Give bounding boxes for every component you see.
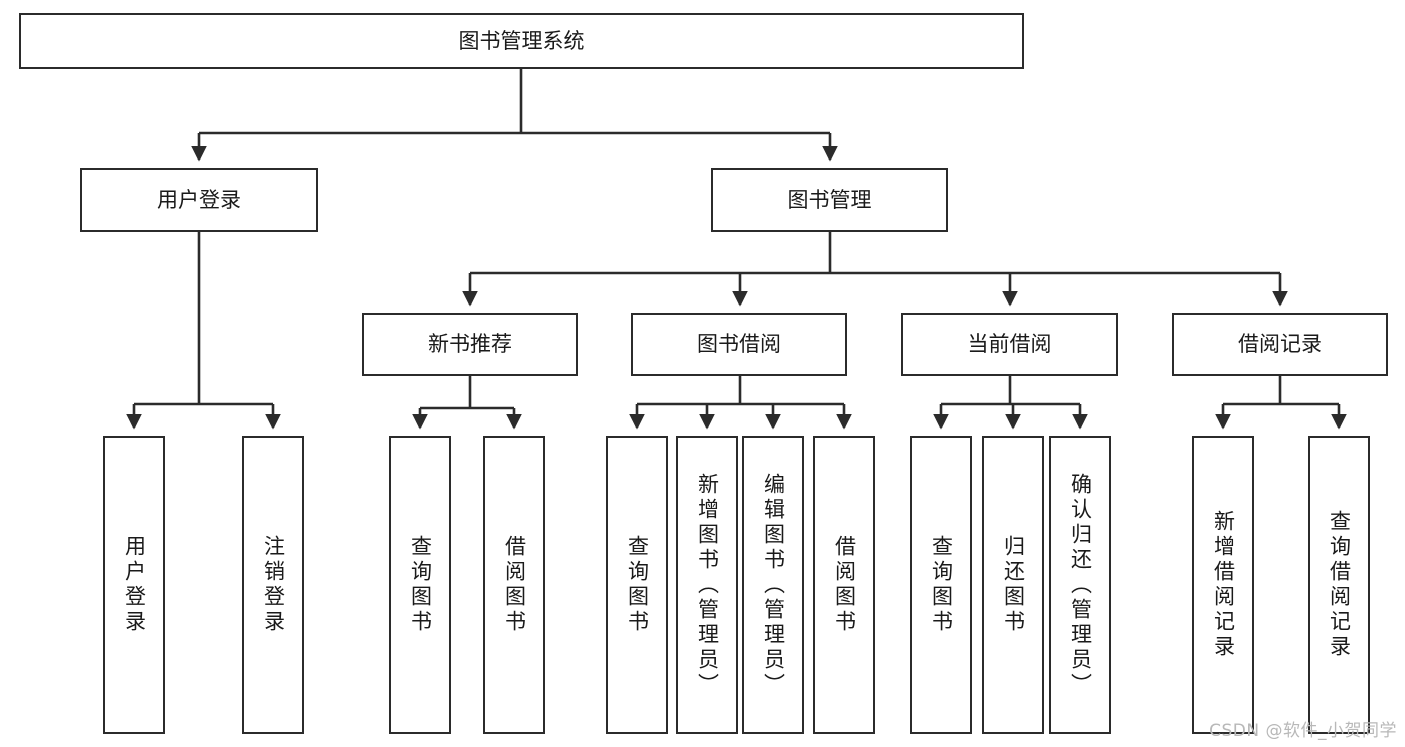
node-record[interactable]: 借阅记录 [1172,313,1388,376]
node-label: 编辑图书（管理员） [761,472,786,698]
node-leaf-user-logout[interactable]: 注销登录 [242,436,304,734]
node-leaf-cur-query[interactable]: 查询图书 [910,436,972,734]
node-root[interactable]: 图书管理系统 [19,13,1024,69]
node-leaf-nb-borrow[interactable]: 借阅图书 [483,436,545,734]
node-label: 查询图书 [625,535,650,635]
node-label: 借阅图书 [502,535,527,635]
node-login[interactable]: 用户登录 [80,168,318,232]
node-leaf-rec-add[interactable]: 新增借阅记录 [1192,436,1254,734]
node-label: 新书推荐 [428,332,512,357]
node-leaf-user-login[interactable]: 用户登录 [103,436,165,734]
node-label: 注销登录 [261,535,286,635]
node-label: 图书借阅 [697,332,781,357]
node-leaf-bw-edit[interactable]: 编辑图书（管理员） [742,436,804,734]
node-leaf-bw-query[interactable]: 查询图书 [606,436,668,734]
node-leaf-rec-query[interactable]: 查询借阅记录 [1308,436,1370,734]
node-label: 图书管理 [787,187,872,212]
node-leaf-cur-return[interactable]: 归还图书 [982,436,1044,734]
node-label: 借阅图书 [832,535,857,635]
csdn-watermark: CSDN @软件_小贺同学 [1209,721,1397,741]
node-leaf-nb-query[interactable]: 查询图书 [389,436,451,734]
node-label: 借阅记录 [1238,332,1322,357]
node-label: 确认归还（管理员） [1068,472,1093,698]
node-leaf-bw-add[interactable]: 新增图书（管理员） [676,436,738,734]
node-label: 查询图书 [929,535,954,635]
node-newbook[interactable]: 新书推荐 [362,313,578,376]
node-label: 查询借阅记录 [1327,510,1352,660]
node-label: 查询图书 [408,535,433,635]
node-label: 当前借阅 [967,332,1052,357]
node-current[interactable]: 当前借阅 [901,313,1118,376]
node-label: 归还图书 [1001,535,1026,635]
node-label: 图书管理系统 [458,28,585,53]
node-label: 用户登录 [157,187,241,212]
node-borrow[interactable]: 图书借阅 [631,313,847,376]
node-leaf-cur-confirm[interactable]: 确认归还（管理员） [1049,436,1111,734]
node-label: 新增借阅记录 [1211,510,1236,660]
node-leaf-bw-borrow[interactable]: 借阅图书 [813,436,875,734]
node-bookmgmt[interactable]: 图书管理 [711,168,948,232]
node-label: 用户登录 [122,535,147,635]
node-label: 新增图书（管理员） [695,472,720,698]
